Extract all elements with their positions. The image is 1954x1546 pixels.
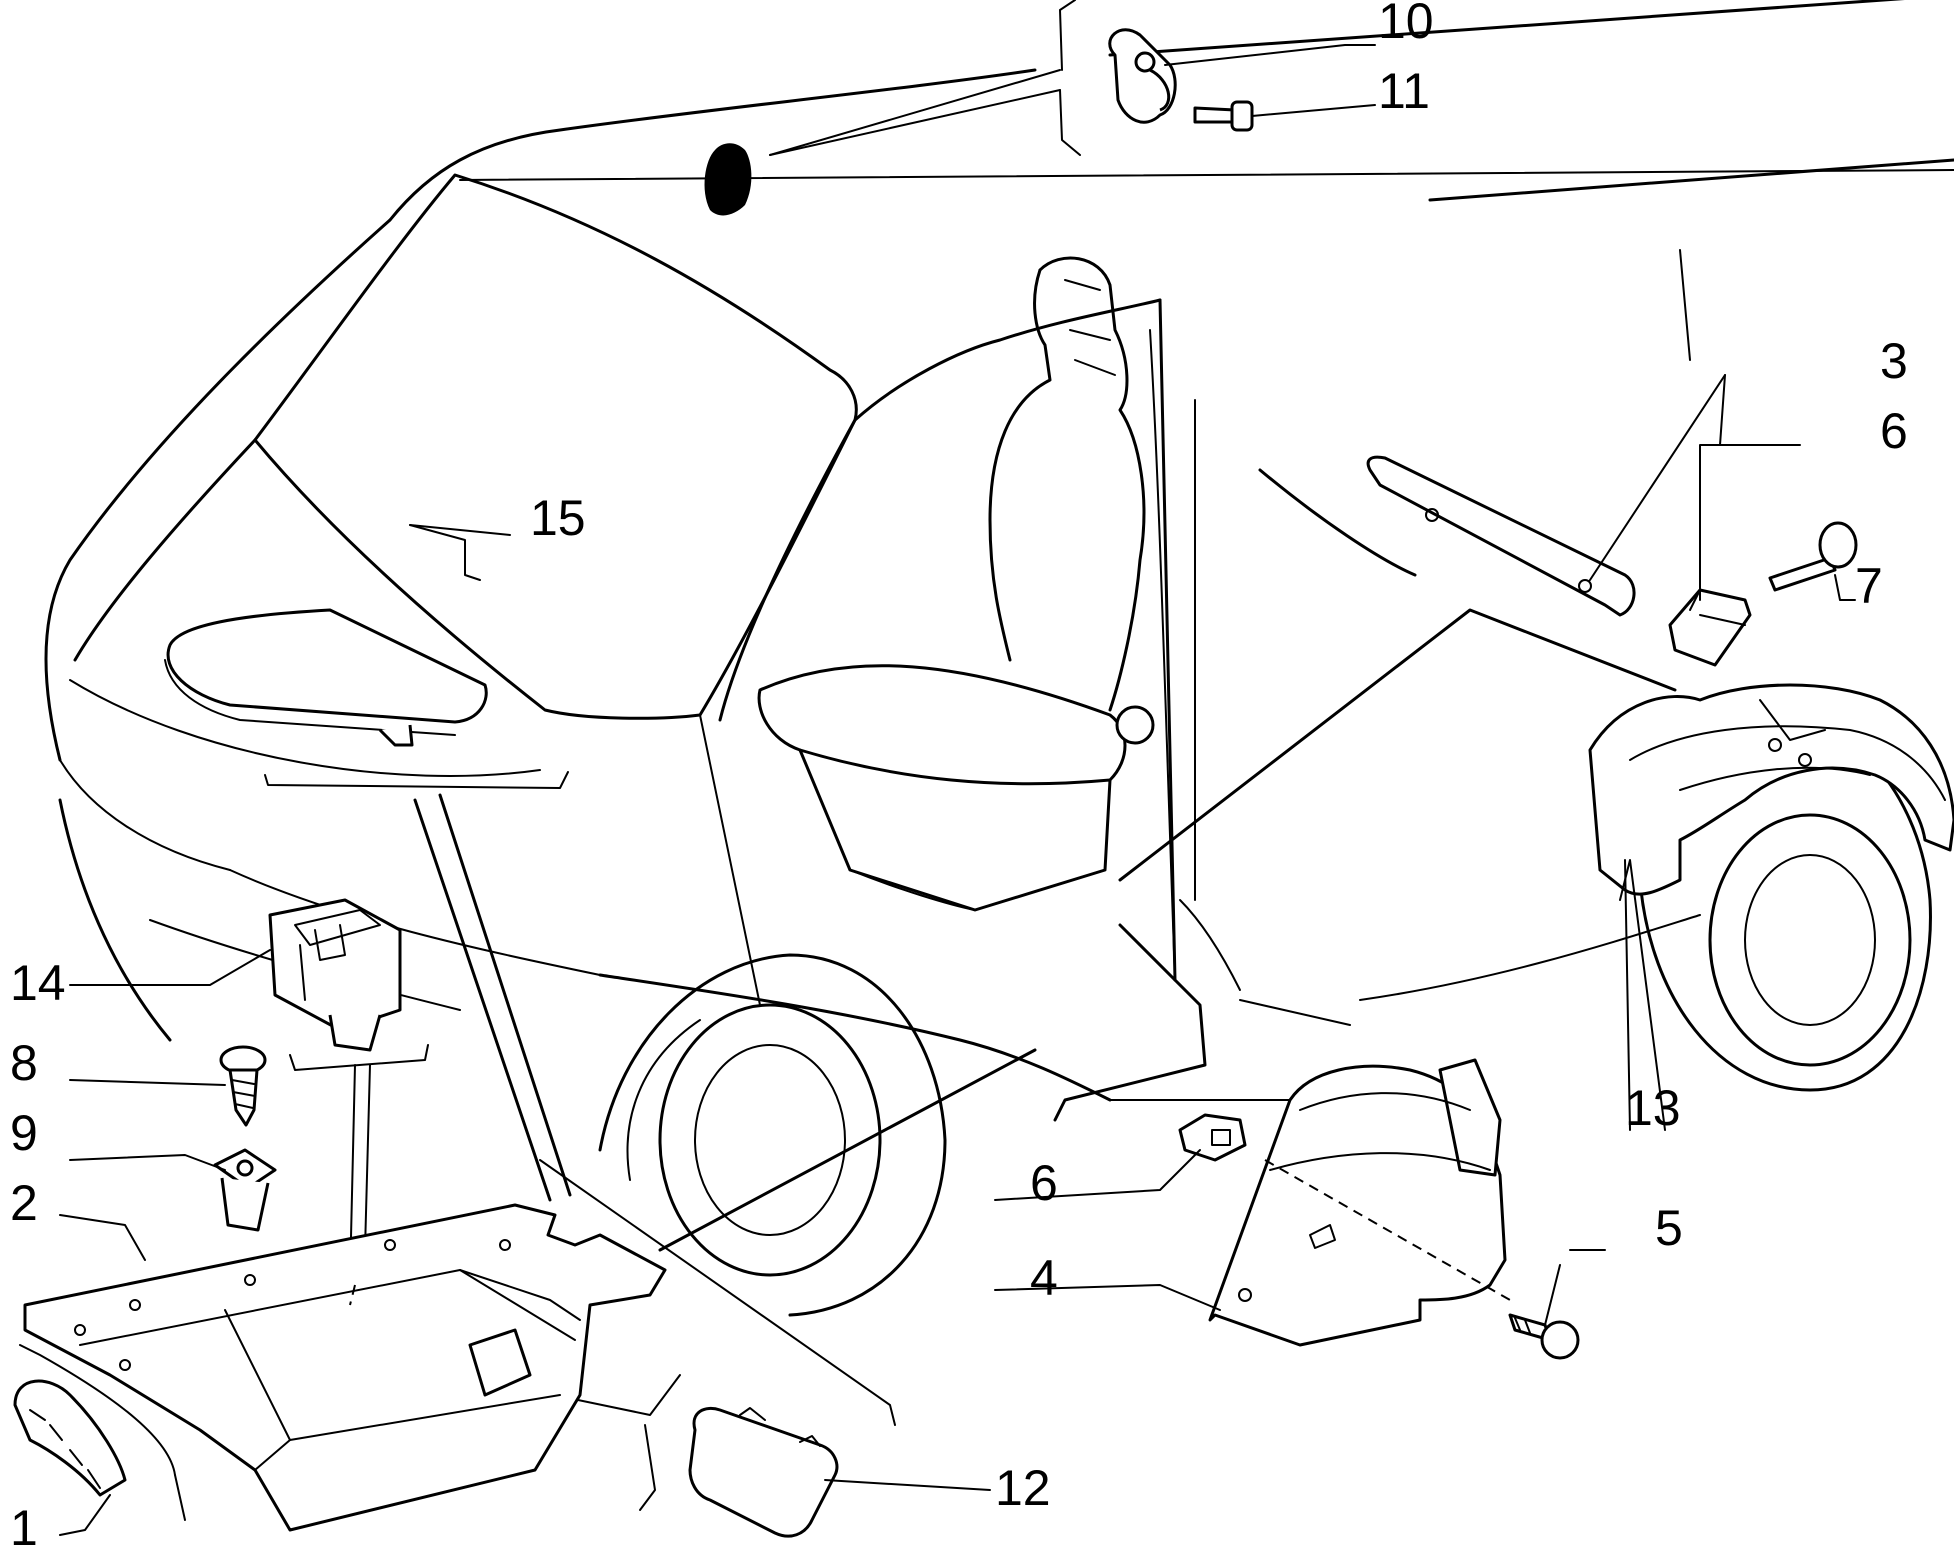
callout-11: 11 [1378,63,1430,119]
front-wheel [598,953,947,1317]
part-14-clip [268,898,402,1052]
part-10-coat-hook [1108,28,1177,124]
callout-8: 8 [10,1035,38,1091]
callout-labels: 10 11 15 3 6 7 13 14 8 9 2 1 6 4 5 12 [10,0,1908,1546]
part-3-sill-strip [1366,455,1636,617]
part-9-clip-nut [213,1148,277,1232]
callout-6-upper: 6 [1880,403,1908,459]
callout-12: 12 [995,1460,1051,1516]
part-6-clip-lower [1178,1113,1247,1162]
rear-wheel [1638,758,1932,1092]
part-2-tray [23,1203,667,1532]
part-8-screw [219,1045,267,1127]
part-1-clip [13,1379,127,1497]
callout-leaders [59,44,1856,1536]
callout-13: 13 [1625,1080,1681,1136]
callout-7: 7 [1855,558,1883,614]
hook-location-marker [704,143,752,216]
leader-lines [19,0,1677,1521]
callout-6-lower: 6 [1030,1155,1058,1211]
callout-2: 2 [10,1175,38,1231]
callout-4: 4 [1030,1250,1058,1306]
callout-15: 15 [530,490,586,546]
part-11-screw [1193,100,1254,132]
part-5-screw [1508,1313,1580,1360]
part-13-wheel-arch-liner [1588,683,1954,896]
callout-1: 1 [10,1500,38,1546]
callout-10: 10 [1378,0,1434,49]
callout-9: 9 [10,1105,38,1161]
vehicle-body-outline [44,0,1954,1102]
callout-5: 5 [1655,1200,1683,1256]
part-15-lid [164,608,488,747]
seat [757,256,1155,912]
callout-14: 14 [10,955,66,1011]
callout-3: 3 [1880,333,1908,389]
part-12-cap [688,1406,839,1538]
part-7-bolt [1768,521,1858,592]
part-6-clip-upper [1668,588,1752,667]
part-4-panel [1208,1058,1511,1347]
